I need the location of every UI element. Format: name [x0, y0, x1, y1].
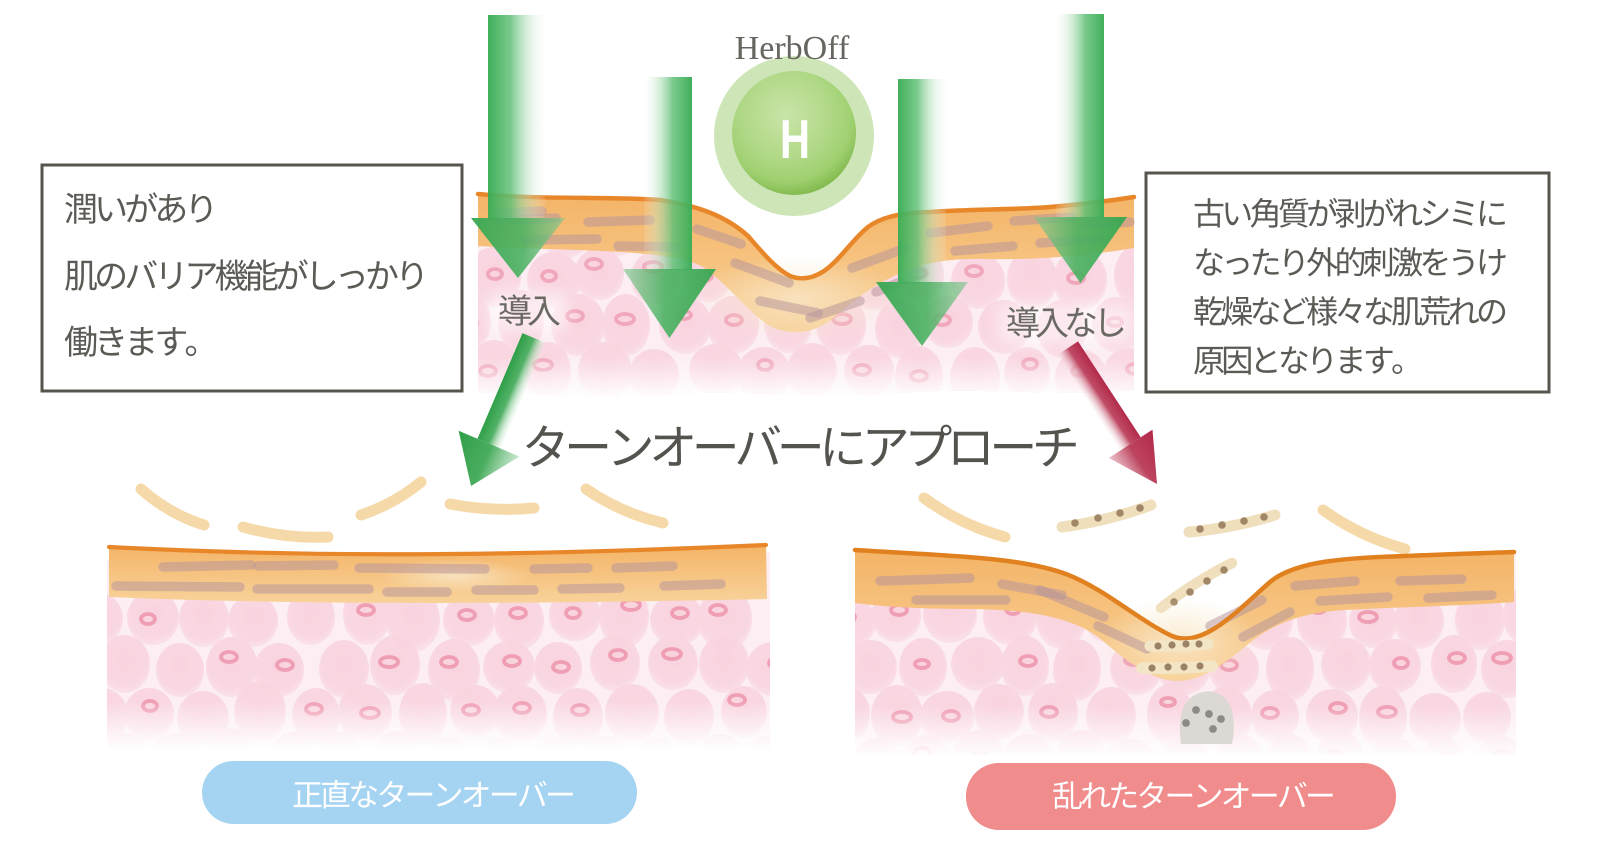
svg-text:H: H: [780, 108, 810, 170]
svg-text:HerbOff: HerbOff: [735, 30, 850, 67]
